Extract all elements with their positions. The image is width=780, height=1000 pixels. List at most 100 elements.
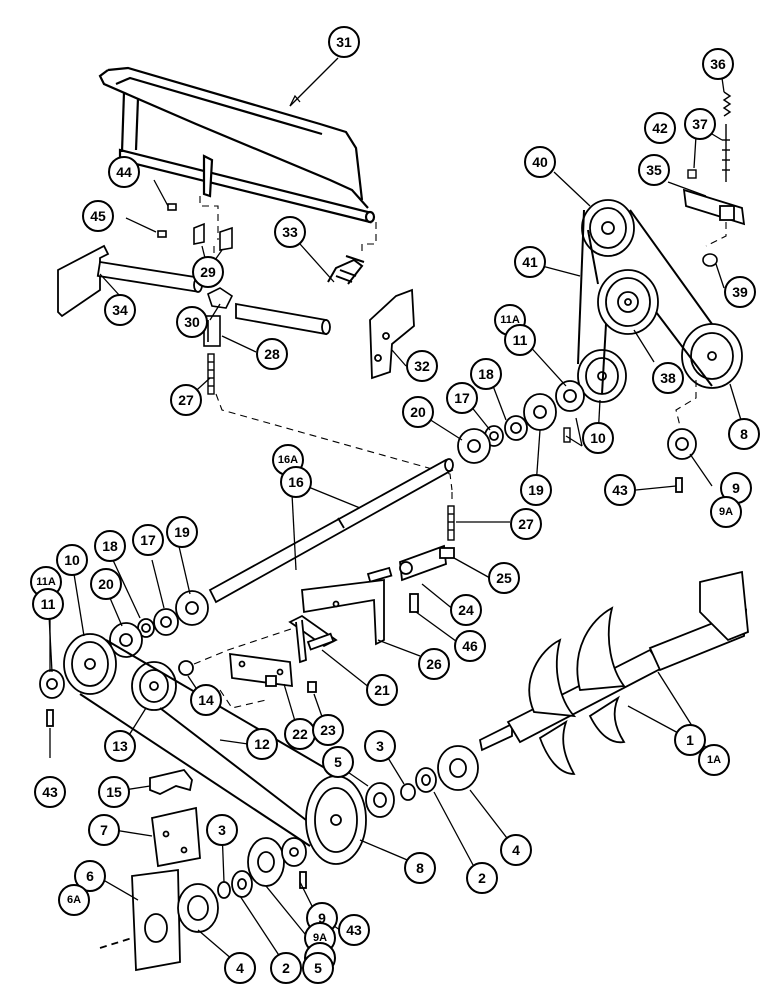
callout-42: 42	[644, 112, 676, 144]
svg-text:20: 20	[98, 576, 114, 592]
callout-6: 6	[74, 860, 106, 892]
svg-text:36: 36	[710, 56, 726, 72]
flange-11-top	[555, 380, 585, 412]
idler-13	[131, 661, 177, 711]
callout-33: 33	[274, 216, 306, 248]
svg-text:21: 21	[374, 682, 390, 698]
callout-19-top: 19	[520, 474, 552, 506]
svg-text:11A: 11A	[500, 314, 520, 326]
idler-arm-35	[682, 188, 746, 226]
svg-text:35: 35	[646, 162, 662, 178]
callout-25: 25	[488, 562, 520, 594]
svg-text:20: 20	[410, 404, 426, 420]
svg-text:32: 32	[414, 358, 430, 374]
svg-text:40: 40	[532, 154, 548, 170]
bearing-stack-left	[109, 590, 209, 658]
bushing-39	[702, 253, 718, 267]
svg-text:1: 1	[686, 732, 694, 748]
callout-13: 13	[104, 730, 136, 762]
callout-34: 34	[104, 294, 136, 326]
svg-text:34: 34	[112, 302, 128, 318]
callout-22: 22	[284, 718, 316, 750]
callout-1A: 1A	[698, 744, 730, 776]
svg-text:13: 13	[112, 738, 128, 754]
callout-21: 21	[366, 674, 398, 706]
svg-text:17: 17	[140, 532, 156, 548]
pulley-38	[597, 269, 659, 335]
mount-plate-32	[369, 288, 415, 380]
callout-24: 24	[450, 594, 482, 626]
svg-text:25: 25	[496, 570, 512, 586]
callout-12: 12	[246, 728, 278, 760]
pulley-8-top	[681, 323, 743, 389]
arm-21	[288, 614, 338, 664]
belt-12	[79, 639, 343, 847]
callout-27-top: 27	[170, 384, 202, 416]
bolt-42	[687, 169, 697, 179]
callout-37: 37	[684, 108, 716, 140]
threaded-rod-27-top	[207, 353, 215, 395]
bracket-24	[366, 544, 455, 613]
callout-18-top: 18	[470, 358, 502, 390]
svg-text:9A: 9A	[719, 506, 733, 518]
callout-16: 16	[280, 466, 312, 498]
svg-text:4: 4	[236, 960, 244, 976]
callout-39: 39	[724, 276, 756, 308]
callout-1: 1	[674, 724, 706, 756]
svg-text:41: 41	[522, 254, 538, 270]
svg-text:10: 10	[590, 430, 606, 446]
svg-text:31: 31	[336, 34, 352, 50]
shaft-16	[208, 458, 454, 604]
svg-text:8: 8	[740, 426, 748, 442]
callout-10-top: 10	[582, 422, 614, 454]
svg-text:42: 42	[652, 120, 668, 136]
bearing-stack-top	[457, 393, 557, 464]
callout-43-top: 43	[604, 474, 636, 506]
callout-6A: 6A	[58, 884, 90, 916]
handle-bar	[98, 66, 376, 224]
plate-26	[301, 578, 385, 646]
svg-text:18: 18	[478, 366, 494, 382]
bracket-15	[149, 768, 193, 795]
callout-5-mid: 5	[322, 746, 354, 778]
callout-43-left: 43	[34, 776, 66, 808]
svg-text:23: 23	[320, 722, 336, 738]
belt-41	[577, 209, 713, 395]
leader-lines	[47, 57, 745, 967]
callout-28: 28	[256, 338, 288, 370]
callout-2-low: 2	[270, 952, 302, 984]
callout-8-top: 8	[728, 418, 760, 450]
svg-text:11: 11	[41, 596, 56, 612]
svg-text:2: 2	[282, 960, 290, 976]
spring-36-37	[722, 91, 732, 182]
svg-text:45: 45	[90, 208, 106, 224]
callout-14: 14	[190, 684, 222, 716]
svg-text:11A: 11A	[36, 576, 56, 588]
svg-text:18: 18	[102, 538, 118, 554]
hub-9-top	[667, 428, 697, 493]
callout-31: 31	[328, 26, 360, 58]
svg-text:8: 8	[416, 860, 424, 876]
pulley-8-low	[305, 775, 367, 865]
svg-text:9: 9	[732, 480, 740, 496]
callout-11-left: 11	[32, 588, 64, 620]
svg-text:15: 15	[106, 784, 122, 800]
svg-text:43: 43	[612, 482, 628, 498]
callout-15: 15	[98, 776, 130, 808]
svg-text:7: 7	[100, 822, 108, 838]
callout-4-low: 4	[224, 952, 256, 984]
svg-text:14: 14	[198, 692, 214, 708]
housing-6	[99, 868, 181, 972]
bearing-stack-low	[177, 837, 307, 933]
svg-text:19: 19	[174, 524, 190, 540]
svg-text:5: 5	[334, 754, 342, 770]
svg-text:3: 3	[218, 822, 226, 838]
collar-30	[207, 287, 234, 309]
callout-8-low: 8	[404, 852, 436, 884]
stud-27-mid	[447, 505, 455, 541]
bracket-set-29	[157, 203, 233, 251]
svg-text:2: 2	[478, 870, 486, 886]
svg-text:26: 26	[426, 656, 442, 672]
callout-23: 23	[312, 714, 344, 746]
callout-27-mid: 27	[510, 508, 542, 540]
